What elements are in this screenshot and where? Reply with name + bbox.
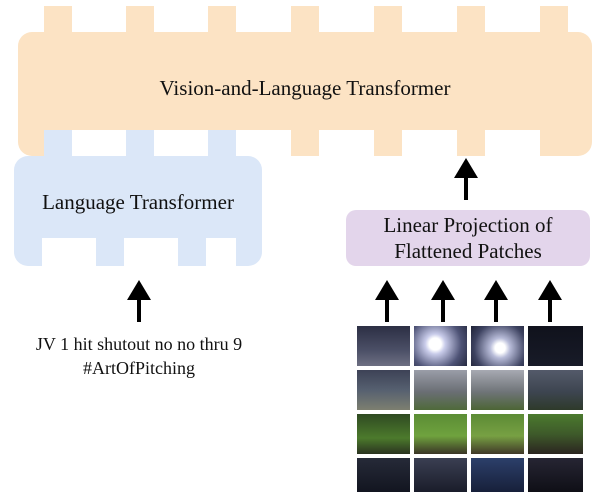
- language-transformer-label: Language Transformer: [42, 190, 234, 214]
- arrow-text-to-language: [127, 280, 151, 322]
- image-patch: [528, 458, 583, 492]
- input-text-caption: JV 1 hit shutout no no thru 9 #ArtOfPitc…: [10, 332, 268, 380]
- image-patch: [357, 458, 410, 492]
- arrow-projection-to-vl: [454, 158, 478, 200]
- arrow-patch-1: [375, 280, 399, 322]
- image-patch: [471, 326, 524, 366]
- image-patch: [357, 414, 410, 454]
- image-patch: [528, 414, 583, 454]
- image-patch: [414, 370, 467, 410]
- linear-projection-label-line1: Linear Projection of: [383, 213, 553, 237]
- image-patch: [414, 414, 467, 454]
- image-patch: [471, 458, 524, 492]
- image-patch: [357, 370, 410, 410]
- input-text-line1: JV 1 hit shutout no no thru 9: [35, 334, 243, 354]
- arrow-patch-3: [484, 280, 508, 322]
- linear-projection-label-line2: Flattened Patches: [394, 239, 542, 263]
- language-transformer-block: [14, 130, 262, 270]
- image-patch: [414, 326, 467, 366]
- image-patch: [528, 326, 583, 366]
- image-patch: [528, 370, 583, 410]
- image-patch: [471, 414, 524, 454]
- image-patch: [414, 458, 467, 492]
- vl-transformer-block: [18, 6, 592, 160]
- input-image-patch-grid: [357, 326, 583, 492]
- arrow-patch-4: [538, 280, 562, 322]
- image-patch: [357, 326, 410, 366]
- linear-projection-label: Linear Projection of Flattened Patches: [346, 212, 590, 264]
- input-text-line2: #ArtOfPitching: [83, 358, 195, 378]
- image-patch: [471, 370, 524, 410]
- linear-projection-block: [346, 210, 590, 266]
- arrow-patch-2: [431, 280, 455, 322]
- vl-transformer-label: Vision-and-Language Transformer: [159, 76, 451, 100]
